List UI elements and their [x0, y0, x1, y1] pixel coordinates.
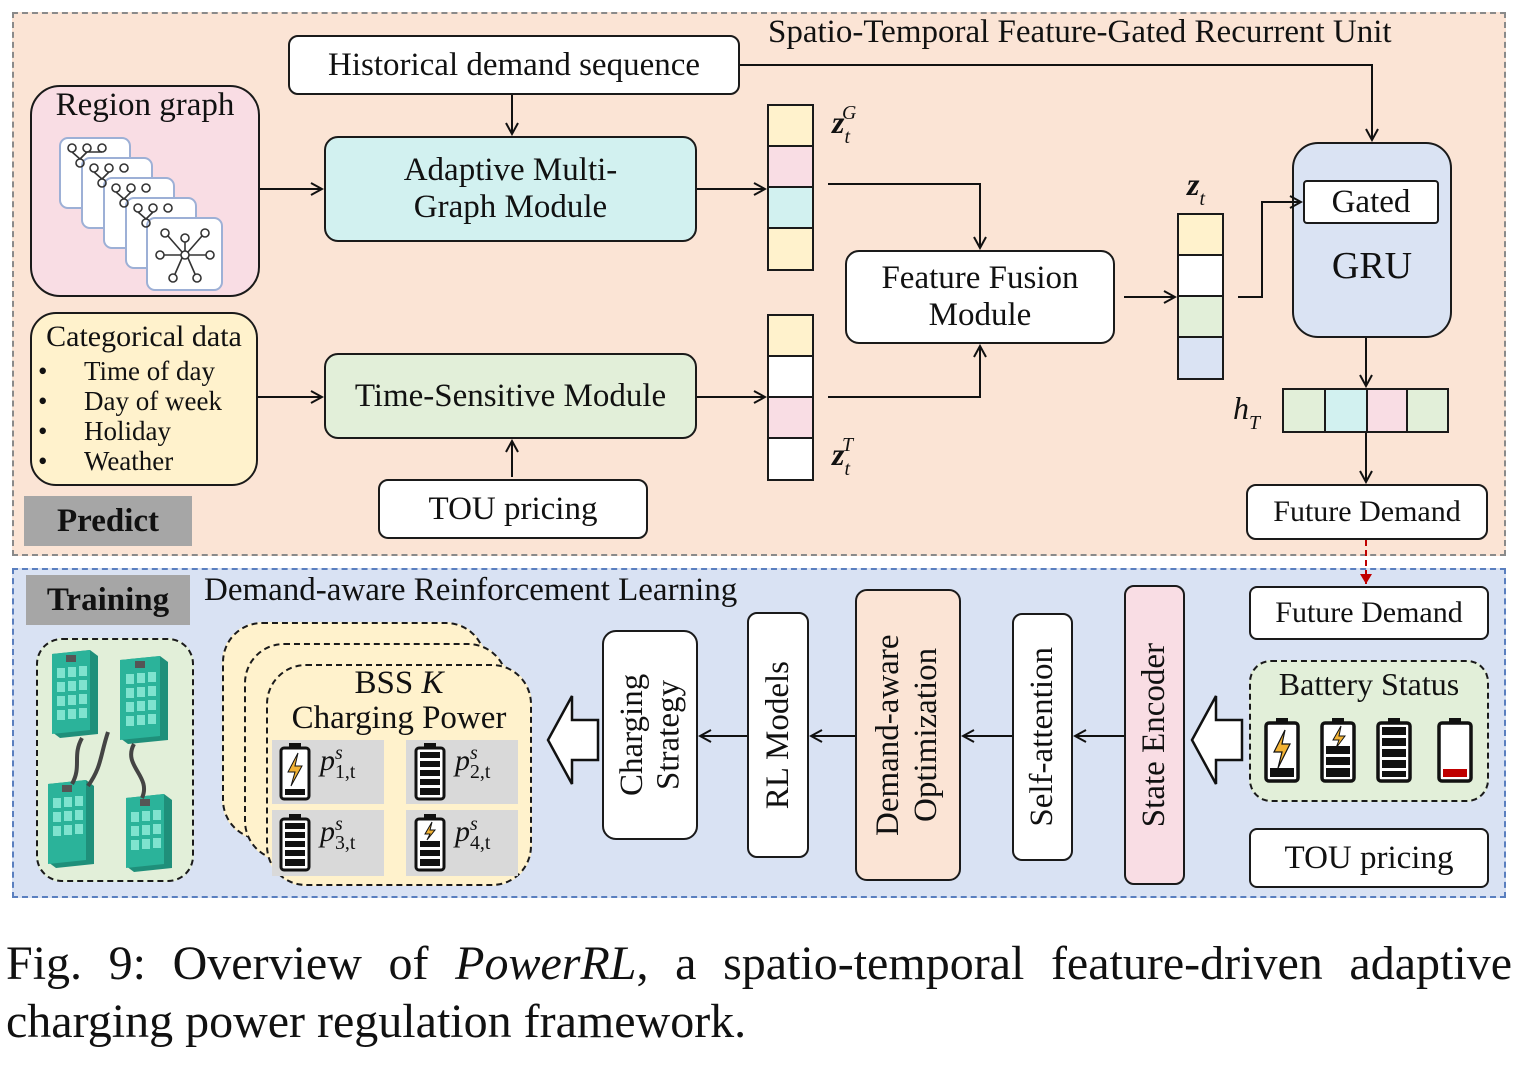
- h-label: hT: [1233, 390, 1260, 434]
- region-graph-stack-icon: [59, 137, 223, 291]
- power-base: p: [320, 815, 335, 848]
- battery-full-icon: [1376, 718, 1412, 783]
- z-base: z: [1187, 166, 1200, 202]
- categorical-item: Day of week: [30, 386, 258, 416]
- gated-box: Gated: [1303, 180, 1439, 224]
- power-sub: 4,t: [470, 832, 491, 855]
- power-sup: s: [335, 742, 343, 765]
- battery-charging-half-icon: [1320, 718, 1356, 783]
- tou-pricing-box: TOU pricing: [378, 479, 648, 539]
- power-sub: 3,t: [335, 832, 356, 855]
- feature-fusion-module: Feature Fusion Module: [845, 250, 1115, 344]
- battery-empty-icon: [1437, 718, 1473, 783]
- battery-charging-low-icon: [279, 743, 311, 801]
- power-sup: s: [335, 813, 343, 836]
- gru-box: [1292, 142, 1452, 338]
- zg-base: z: [832, 104, 845, 140]
- zt-sub: t: [844, 458, 850, 480]
- state-encoder-box: State Encoder: [1124, 585, 1185, 885]
- figure-caption: Fig. 9: Overview of PowerRL, a spatio-te…: [6, 935, 1512, 1050]
- battery-charging-low-icon: [1264, 718, 1300, 783]
- battery-status-icons: [1264, 718, 1473, 783]
- future-demand-predict: Future Demand: [1246, 484, 1488, 540]
- battery-full-icon: [279, 814, 311, 872]
- bss-var: K: [421, 665, 444, 701]
- caption-name: PowerRL: [455, 937, 637, 990]
- tou-pricing-training: TOU pricing: [1249, 828, 1489, 888]
- categorical-data-title: Categorical data: [46, 320, 242, 353]
- caption-prefix: Fig. 9: Overview of: [6, 937, 456, 990]
- power-base: p: [455, 815, 470, 848]
- connector-arrows: [258, 64, 1518, 900]
- power-sub: 1,t: [335, 761, 356, 784]
- categorical-item: Weather: [30, 446, 258, 476]
- bss-prefix: BSS: [354, 665, 422, 701]
- hollow-arrow-icon: [546, 695, 600, 785]
- predict-panel: [12, 12, 1506, 556]
- h-cell: [1366, 388, 1408, 433]
- charging-strategy-box: Charging Strategy: [602, 630, 698, 840]
- station: [120, 656, 168, 744]
- zg-sup: G: [841, 102, 857, 124]
- h-cell: [1282, 388, 1326, 433]
- historical-demand-box: Historical demand sequence: [288, 35, 740, 95]
- charging-station-icon: [48, 650, 172, 872]
- zg-sub: t: [844, 126, 850, 148]
- zt-cell: [767, 355, 814, 398]
- zg-label: ztG: [832, 102, 864, 148]
- h-base: h: [1233, 390, 1249, 426]
- zt-cell: [767, 437, 814, 481]
- predict-tag: Predict: [24, 496, 192, 546]
- z-cell: [1177, 254, 1224, 297]
- bss-title: BSS K Charging Power: [266, 666, 532, 735]
- categorical-data-list: Time of day Day of week Holiday Weather: [30, 356, 258, 476]
- gru-label: GRU: [1331, 245, 1413, 287]
- hollow-arrow-icon: [1190, 695, 1244, 785]
- station: [48, 780, 94, 868]
- power-base: p: [455, 744, 470, 777]
- battery-full-icon: [414, 743, 446, 801]
- categorical-item: Holiday: [30, 416, 258, 446]
- h-sub: T: [1249, 412, 1261, 434]
- predict-title: Spatio-Temporal Feature-Gated Recurrent …: [768, 14, 1392, 50]
- h-cell: [1324, 388, 1368, 433]
- z-sub: t: [1199, 188, 1205, 210]
- z-label: zt: [1187, 166, 1205, 210]
- power-base: p: [320, 744, 335, 777]
- categorical-item: Time of day: [30, 356, 258, 386]
- training-title: Demand-aware Reinforcement Learning: [204, 572, 738, 608]
- power-sub: 2,t: [470, 761, 491, 784]
- self-attention-box: Self-attention: [1012, 613, 1073, 861]
- h-cell: [1406, 388, 1449, 433]
- power-sup: s: [470, 813, 478, 836]
- caption-suffix: , a spatio-temporal feature-driven adapt…: [6, 937, 1512, 1048]
- future-demand-training: Future Demand: [1249, 586, 1489, 640]
- z-cell: [1177, 213, 1224, 256]
- region-graph-label: Region graph: [55, 87, 235, 123]
- diagram: Spatio-Temporal Feature-Gated Recurrent …: [0, 0, 1518, 900]
- rl-models-box: RL Models: [747, 612, 809, 858]
- battery-status-label: Battery Status: [1278, 666, 1460, 702]
- time-sensitive-module: Time-Sensitive Module: [324, 353, 697, 439]
- station: [126, 794, 172, 872]
- zt-label: ztT: [832, 434, 861, 480]
- zt-sup: T: [841, 434, 853, 456]
- adaptive-multi-graph-module: Adaptive Multi-Graph Module: [324, 136, 697, 242]
- station: [52, 650, 98, 738]
- demand-aware-optimization-box: Demand-aware Optimization: [855, 589, 961, 881]
- bss-line2: Charging Power: [291, 699, 507, 736]
- zg-cell: [767, 186, 814, 229]
- power-sup: s: [470, 742, 478, 765]
- zg-cell: [767, 227, 814, 271]
- zt-cell: [767, 314, 814, 357]
- training-tag: Training: [26, 575, 190, 625]
- battery-charging-half-icon: [414, 814, 446, 872]
- zt-base: z: [832, 436, 845, 472]
- zg-cell: [767, 104, 814, 147]
- z-cell: [1177, 336, 1224, 380]
